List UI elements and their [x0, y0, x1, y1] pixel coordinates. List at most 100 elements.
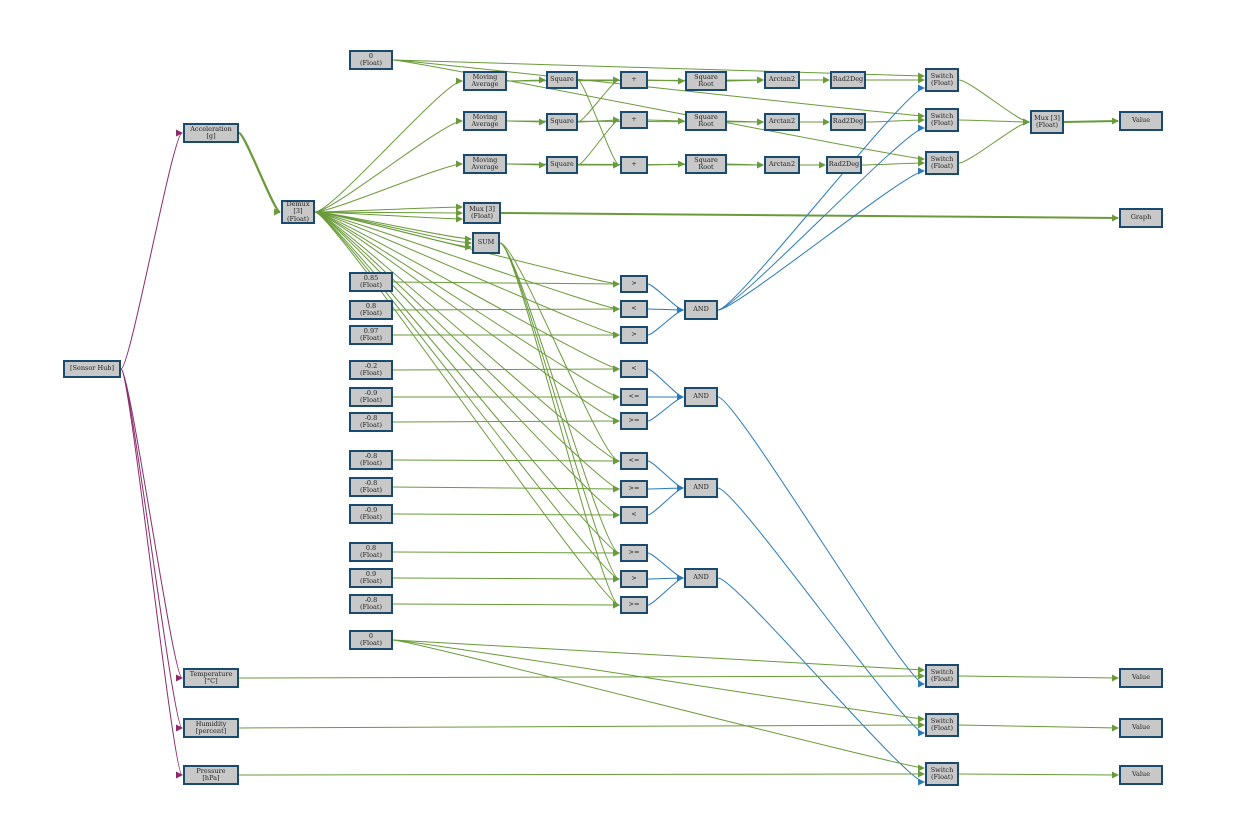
wire-le2-to-and3 [647, 460, 684, 492]
node-rd1[interactable]: Rad2Deg [830, 71, 866, 89]
node-c08a[interactable]: 0.8 (Float) [349, 300, 393, 320]
node-at1[interactable]: Arctan2 [764, 71, 800, 89]
node-press[interactable]: Pressure [hPa] [183, 765, 239, 785]
wire-demux-to-ge2 [314, 211, 620, 493]
wire-ge1-to-and2 [647, 393, 684, 422]
wire-sw6-to-val4 [958, 771, 1119, 779]
node-cm02[interactable]: -0.2 (Float) [349, 360, 393, 380]
node-gt1[interactable]: > [620, 275, 648, 293]
node-at3[interactable]: Arctan2 [764, 156, 800, 174]
wire-sensor-hub-to-press [120, 368, 183, 779]
wire-demux-to-lt2 [314, 211, 620, 373]
node-ge3[interactable]: >= [620, 544, 648, 562]
node-temp[interactable]: Temperature [°C] [183, 668, 239, 688]
node-val3[interactable]: Value [1119, 718, 1163, 738]
node-lt3[interactable]: < [620, 506, 648, 524]
wire-mux3-to-val1 [1063, 117, 1119, 125]
node-muxg[interactable]: Mux [3] (Float) [463, 202, 501, 224]
node-and4[interactable]: AND [684, 568, 718, 588]
node-c08b[interactable]: 0.8 (Float) [349, 542, 393, 562]
node-ma3[interactable]: Moving Average [463, 154, 507, 174]
wire-lt2-to-and2 [647, 368, 684, 401]
node-cm08c[interactable]: -0.8 (Float) [349, 477, 393, 497]
wire-and4-to-sw6 [717, 577, 925, 786]
node-c09[interactable]: 0.9 (Float) [349, 568, 393, 588]
node-cm08b[interactable]: -0.8 (Float) [349, 450, 393, 470]
wire-demux-to-ge4 [314, 211, 620, 609]
node-cm08a[interactable]: -0.8 (Float) [349, 412, 393, 432]
node-c0top[interactable]: 0 (Float) [349, 50, 393, 70]
wire-lt3-to-and3 [647, 484, 684, 516]
node-cm08d[interactable]: -0.8 (Float) [349, 594, 393, 614]
node-sum[interactable]: SUM [472, 232, 500, 254]
node-and1[interactable]: AND [684, 300, 718, 320]
node-sr1[interactable]: Square Root [685, 71, 727, 91]
node-sw1[interactable]: Switch (Float) [925, 68, 959, 92]
wire-demux-to-le2 [314, 211, 620, 465]
node-plus2[interactable]: + [620, 111, 648, 129]
node-sw2[interactable]: Switch (Float) [925, 108, 959, 132]
wire-sensor-hub-to-humid [120, 368, 183, 732]
node-ge1[interactable]: >= [620, 412, 648, 430]
node-ge4[interactable]: >= [620, 596, 648, 614]
wire-c0bot-to-sw6 [392, 639, 925, 772]
wire-accel-to-demux [237, 131, 282, 216]
node-cm09a[interactable]: -0.9 (Float) [349, 387, 393, 407]
node-le2[interactable]: <= [620, 452, 648, 470]
node-rd3[interactable]: Rad2Deg [826, 156, 862, 174]
node-val1[interactable]: Value [1119, 111, 1163, 131]
node-sq3[interactable]: Square [546, 156, 578, 174]
node-plus1[interactable]: + [620, 71, 648, 89]
node-lt1[interactable]: < [620, 300, 648, 318]
node-sw4[interactable]: Switch (Float) [925, 664, 959, 688]
wire-sr3-to-at3 [726, 161, 764, 169]
wire-sr2-to-at2 [726, 118, 764, 126]
node-le1[interactable]: <= [620, 388, 648, 406]
node-at2[interactable]: Arctan2 [764, 113, 800, 131]
node-sq2[interactable]: Square [546, 113, 578, 131]
node-val4[interactable]: Value [1119, 765, 1163, 785]
wire-sq1-to-plus3 [577, 79, 620, 169]
node-gt2[interactable]: > [620, 326, 648, 344]
node-c0bot[interactable]: 0 (Float) [349, 630, 393, 650]
node-demux[interactable]: Demux [3] (Float) [281, 200, 315, 224]
node-and2[interactable]: AND [684, 387, 718, 407]
node-cm09b[interactable]: -0.9 (Float) [349, 504, 393, 524]
node-accel[interactable]: Acceleration [g] [183, 123, 239, 143]
node-val2[interactable]: Value [1119, 668, 1163, 688]
node-c097[interactable]: 0.97 (Float) [349, 325, 393, 345]
node-ma2[interactable]: Moving Average [463, 111, 507, 131]
node-sensor-hub[interactable]: [Sensor Hub] [63, 360, 121, 378]
wire-sum-to-le2 [499, 242, 620, 465]
node-gt3[interactable]: > [620, 570, 648, 588]
node-sw5[interactable]: Switch (Float) [925, 713, 959, 737]
node-and3[interactable]: AND [684, 478, 718, 498]
node-sw6[interactable]: Switch (Float) [925, 762, 959, 786]
node-rd2[interactable]: Rad2Deg [830, 113, 866, 131]
wire-cm08c-to-ge2 [392, 485, 620, 493]
wire-c0top-to-sw3 [392, 59, 925, 163]
wire-gt3-to-and4 [647, 574, 684, 582]
node-ge2[interactable]: >= [620, 480, 648, 498]
wire-c08b-to-ge3 [392, 549, 620, 557]
wire-cm08b-to-le2 [392, 457, 620, 465]
node-sw3[interactable]: Switch (Float) [925, 151, 959, 175]
wire-cm08a-to-ge1 [392, 417, 620, 425]
node-lt2[interactable]: < [620, 360, 648, 378]
wire-sw4-to-val2 [958, 674, 1119, 682]
node-graph[interactable]: Graph [1119, 208, 1163, 228]
wire-plus3-to-sr3 [647, 160, 685, 168]
node-sq1[interactable]: Square [546, 71, 578, 89]
wire-sensor-hub-to-temp [120, 368, 183, 682]
wire-cm09b-to-lt3 [392, 511, 620, 519]
node-sr2[interactable]: Square Root [685, 111, 727, 131]
node-c085[interactable]: 0.85 (Float) [349, 272, 393, 292]
node-ma1[interactable]: Moving Average [463, 71, 507, 91]
wire-sum-to-ge4 [499, 242, 620, 609]
node-plus3[interactable]: + [620, 156, 648, 174]
node-humid[interactable]: Humidity [percent] [183, 718, 239, 738]
node-mux3[interactable]: Mux [3] (Float) [1030, 110, 1064, 134]
wire-sensor-hub-to-accel [120, 129, 183, 370]
wire-sw2-to-mux3 [958, 118, 1030, 126]
node-sr3[interactable]: Square Root [685, 154, 727, 174]
